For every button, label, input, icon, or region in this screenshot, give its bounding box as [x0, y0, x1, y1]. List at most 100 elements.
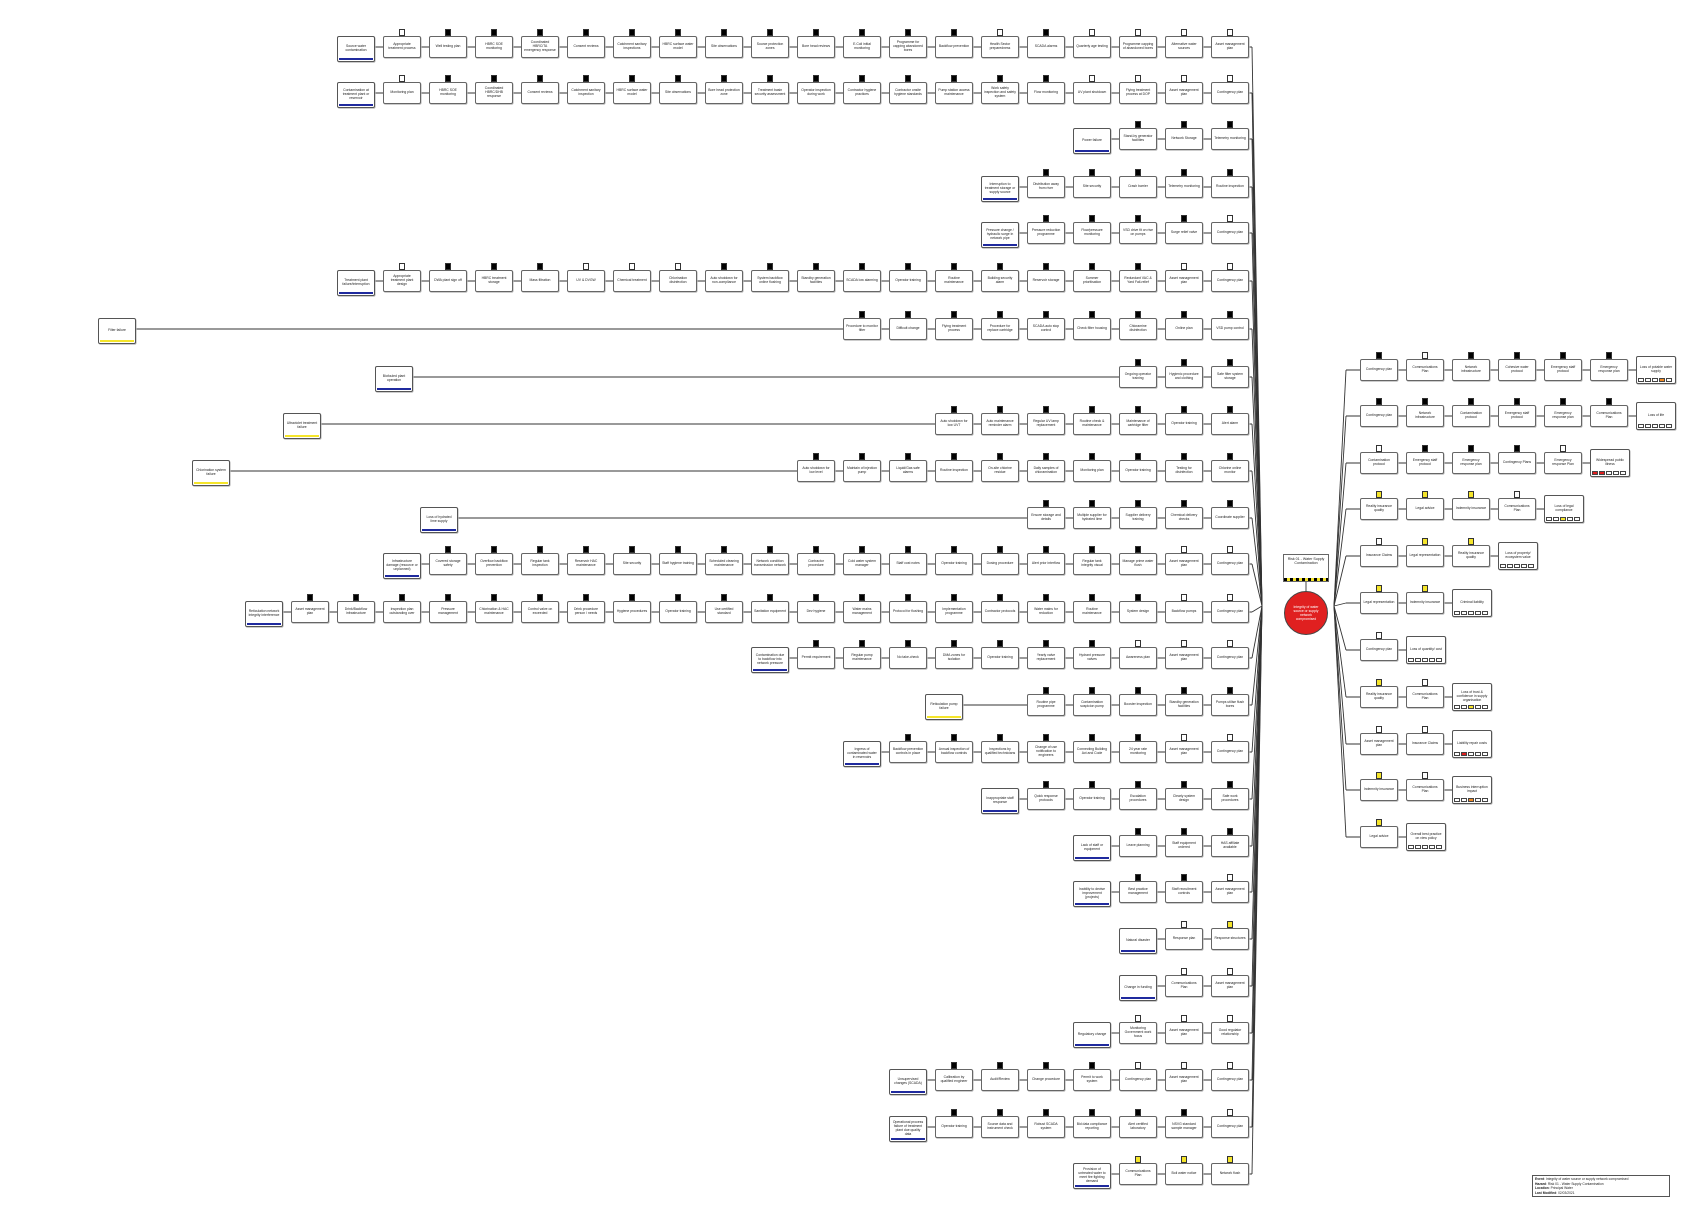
preventive-barrier[interactable]: Procedure for replace cartridge — [981, 318, 1019, 340]
preventive-barrier[interactable]: Site observations — [659, 82, 697, 104]
preventive-barrier[interactable]: Implementation programme — [935, 601, 973, 623]
threat-box[interactable]: Ultraviolet treatment failure — [283, 413, 321, 439]
preventive-barrier[interactable]: SCADA alarms — [1027, 36, 1065, 58]
mitigative-barrier[interactable]: Contingency plan — [1360, 405, 1398, 427]
preventive-barrier[interactable]: Inspection plan outstanding over — [383, 601, 421, 623]
preventive-barrier[interactable]: Safe work procedures — [1211, 788, 1249, 810]
threat-box[interactable]: Loss of hydrated lime supply — [420, 507, 458, 533]
preventive-barrier[interactable]: Network flush — [1211, 1163, 1249, 1185]
mitigative-barrier[interactable]: Communications Plan — [1406, 359, 1444, 381]
preventive-barrier[interactable]: System design — [1119, 601, 1157, 623]
preventive-barrier[interactable]: On-site chlorine residue — [981, 460, 1019, 482]
mitigative-barrier[interactable]: Emergency response plan — [1590, 359, 1628, 381]
preventive-barrier[interactable]: Consent reviews — [521, 82, 559, 104]
preventive-barrier[interactable]: Routine maintenance — [1073, 601, 1111, 623]
preventive-barrier[interactable]: Scheduled cleaning maintenance — [705, 553, 743, 575]
preventive-barrier[interactable]: Supplier delivery training — [1119, 507, 1157, 529]
mitigative-barrier[interactable]: Contamination protocol — [1360, 452, 1398, 474]
preventive-barrier[interactable]: Contractor onsite hygiene standards — [889, 82, 927, 104]
preventive-barrier[interactable]: Coordinated HBRC/DHB response — [475, 82, 513, 104]
preventive-barrier[interactable]: Ensure storage and details — [1027, 507, 1065, 529]
preventive-barrier[interactable]: Control valve on exceeded — [521, 601, 559, 623]
preventive-barrier[interactable]: Operator training — [1165, 413, 1203, 435]
threat-box[interactable]: Treatment plant failure/interruption — [337, 270, 375, 296]
preventive-barrier[interactable]: Routine pipe programme — [1027, 694, 1065, 716]
mitigative-barrier[interactable]: Reality insurance quality — [1452, 545, 1490, 567]
preventive-barrier[interactable]: Water mains management — [843, 601, 881, 623]
preventive-barrier[interactable]: DWA plant sign off — [429, 270, 467, 292]
preventive-barrier[interactable]: Booster inspection — [1119, 694, 1157, 716]
mitigative-barrier[interactable]: Emergency response Plan — [1544, 452, 1582, 474]
preventive-barrier[interactable]: Network condition transmission network — [751, 553, 789, 575]
threat-box[interactable]: Power failure — [1073, 128, 1111, 154]
preventive-barrier[interactable]: Programme capping of abandoned bores — [1119, 36, 1157, 58]
preventive-barrier[interactable]: NSVG standard sample manager — [1165, 1116, 1203, 1138]
preventive-barrier[interactable]: Auto shutdown for low UVT — [935, 413, 973, 435]
preventive-barrier[interactable]: Cold water system manager — [843, 553, 881, 575]
preventive-barrier[interactable]: Audit/Review — [981, 1069, 1019, 1091]
preventive-barrier[interactable]: Operator training — [659, 601, 697, 623]
mitigative-barrier[interactable]: Indemnity insurance — [1452, 498, 1490, 520]
preventive-barrier[interactable]: Regular pump maintenance — [843, 647, 881, 669]
preventive-barrier[interactable]: Standby generation facilities — [1165, 694, 1203, 716]
threat-box[interactable]: Infrastructure damage (resource or unpla… — [383, 553, 421, 579]
preventive-barrier[interactable]: Summer prioritisation — [1073, 270, 1111, 292]
consequence-box[interactable]: Loss of life — [1636, 402, 1676, 430]
preventive-barrier[interactable]: Chlorine online monitor — [1211, 460, 1249, 482]
preventive-barrier[interactable]: VSD drive fit on rise on pumps — [1119, 222, 1157, 244]
mitigative-barrier[interactable]: Insurance Claims — [1360, 545, 1398, 567]
preventive-barrier[interactable]: Reservoir HAC maintenance — [567, 553, 605, 575]
preventive-barrier[interactable]: Maintenance of cartridge filter — [1119, 413, 1157, 435]
preventive-barrier[interactable]: Well testing plan — [429, 36, 467, 58]
preventive-barrier[interactable]: Procedure to monitor filter — [843, 318, 881, 340]
preventive-barrier[interactable]: Quick response protocols — [1027, 788, 1065, 810]
preventive-barrier[interactable]: Contingency plan — [1211, 82, 1249, 104]
preventive-barrier[interactable]: Contingency plan — [1211, 1069, 1249, 1091]
consequence-box[interactable]: Loss of legal compliance — [1544, 495, 1584, 523]
preventive-barrier[interactable]: Connecting Building Act and Code — [1073, 741, 1111, 763]
preventive-barrier[interactable]: Response structures — [1211, 928, 1249, 950]
preventive-barrier[interactable]: Site observations — [705, 36, 743, 58]
mitigative-barrier[interactable]: Cohesive water protocol — [1498, 359, 1536, 381]
preventive-barrier[interactable]: Backflow prevention controls in place — [889, 741, 927, 763]
preventive-barrier[interactable]: Testing for disinfection — [1165, 460, 1203, 482]
preventive-barrier[interactable]: Asset management plan — [1211, 36, 1249, 58]
preventive-barrier[interactable]: Leave planning — [1119, 835, 1157, 857]
preventive-barrier[interactable]: Overflow backflow prevention — [475, 553, 513, 575]
preventive-barrier[interactable]: Asset management plan — [1165, 1069, 1203, 1091]
preventive-barrier[interactable]: Telemetry monitoring — [1211, 128, 1249, 150]
preventive-barrier[interactable]: HBRC surface water model — [659, 36, 697, 58]
preventive-barrier[interactable]: Alert certified laboratory — [1119, 1116, 1157, 1138]
preventive-barrier[interactable]: Programme for capping abandoned bores — [889, 36, 927, 58]
preventive-barrier[interactable]: Appropriate treatment plant design — [383, 270, 421, 292]
preventive-barrier[interactable]: VSD pump control — [1211, 318, 1249, 340]
preventive-barrier[interactable]: Calibration by qualified engineer — [935, 1069, 973, 1091]
preventive-barrier[interactable]: Alert alarm — [1211, 413, 1249, 435]
mitigative-barrier[interactable]: Communications Plan — [1590, 405, 1628, 427]
preventive-barrier[interactable]: Protocol for flushing — [889, 601, 927, 623]
preventive-barrier[interactable]: Mass filtration — [521, 270, 559, 292]
preventive-barrier[interactable]: Auto shutdown for non-compliance — [705, 270, 743, 292]
preventive-barrier[interactable]: Communications Plan — [1119, 1163, 1157, 1185]
preventive-barrier[interactable]: Consent reviews — [567, 36, 605, 58]
preventive-barrier[interactable]: Appropriate treatment process — [383, 36, 421, 58]
preventive-barrier[interactable]: Chlorination disinfection — [659, 270, 697, 292]
preventive-barrier[interactable]: Regular tank integrity visual — [1073, 553, 1111, 575]
preventive-barrier[interactable]: Contractor procedure — [797, 553, 835, 575]
preventive-barrier[interactable]: Water mains for reduction — [1027, 601, 1065, 623]
preventive-barrier[interactable]: Monitoring plan — [1073, 460, 1111, 482]
preventive-barrier[interactable]: Manage prime water flush — [1119, 553, 1157, 575]
preventive-barrier[interactable]: Change of use notification to engineers — [1027, 741, 1065, 763]
threat-box[interactable]: Change in funding — [1119, 975, 1157, 1001]
preventive-barrier[interactable]: SCADA low alarming — [843, 270, 881, 292]
preventive-barrier[interactable]: Routine check & maintenance — [1073, 413, 1111, 435]
preventive-barrier[interactable]: Site security — [613, 553, 651, 575]
mitigative-barrier[interactable]: Indemnity insurance — [1406, 592, 1444, 614]
preventive-barrier[interactable]: Maintain of injection pump — [843, 460, 881, 482]
threat-box[interactable]: Inability to devise improvement (project… — [1073, 881, 1111, 907]
preventive-barrier[interactable]: Operator training — [935, 1116, 973, 1138]
preventive-barrier[interactable]: Flow/pressure monitoring — [1073, 222, 1111, 244]
preventive-barrier[interactable]: Telemetry monitoring — [1165, 176, 1203, 198]
preventive-barrier[interactable]: SCADA auto stop control — [1027, 318, 1065, 340]
preventive-barrier[interactable]: Online plan — [1165, 318, 1203, 340]
